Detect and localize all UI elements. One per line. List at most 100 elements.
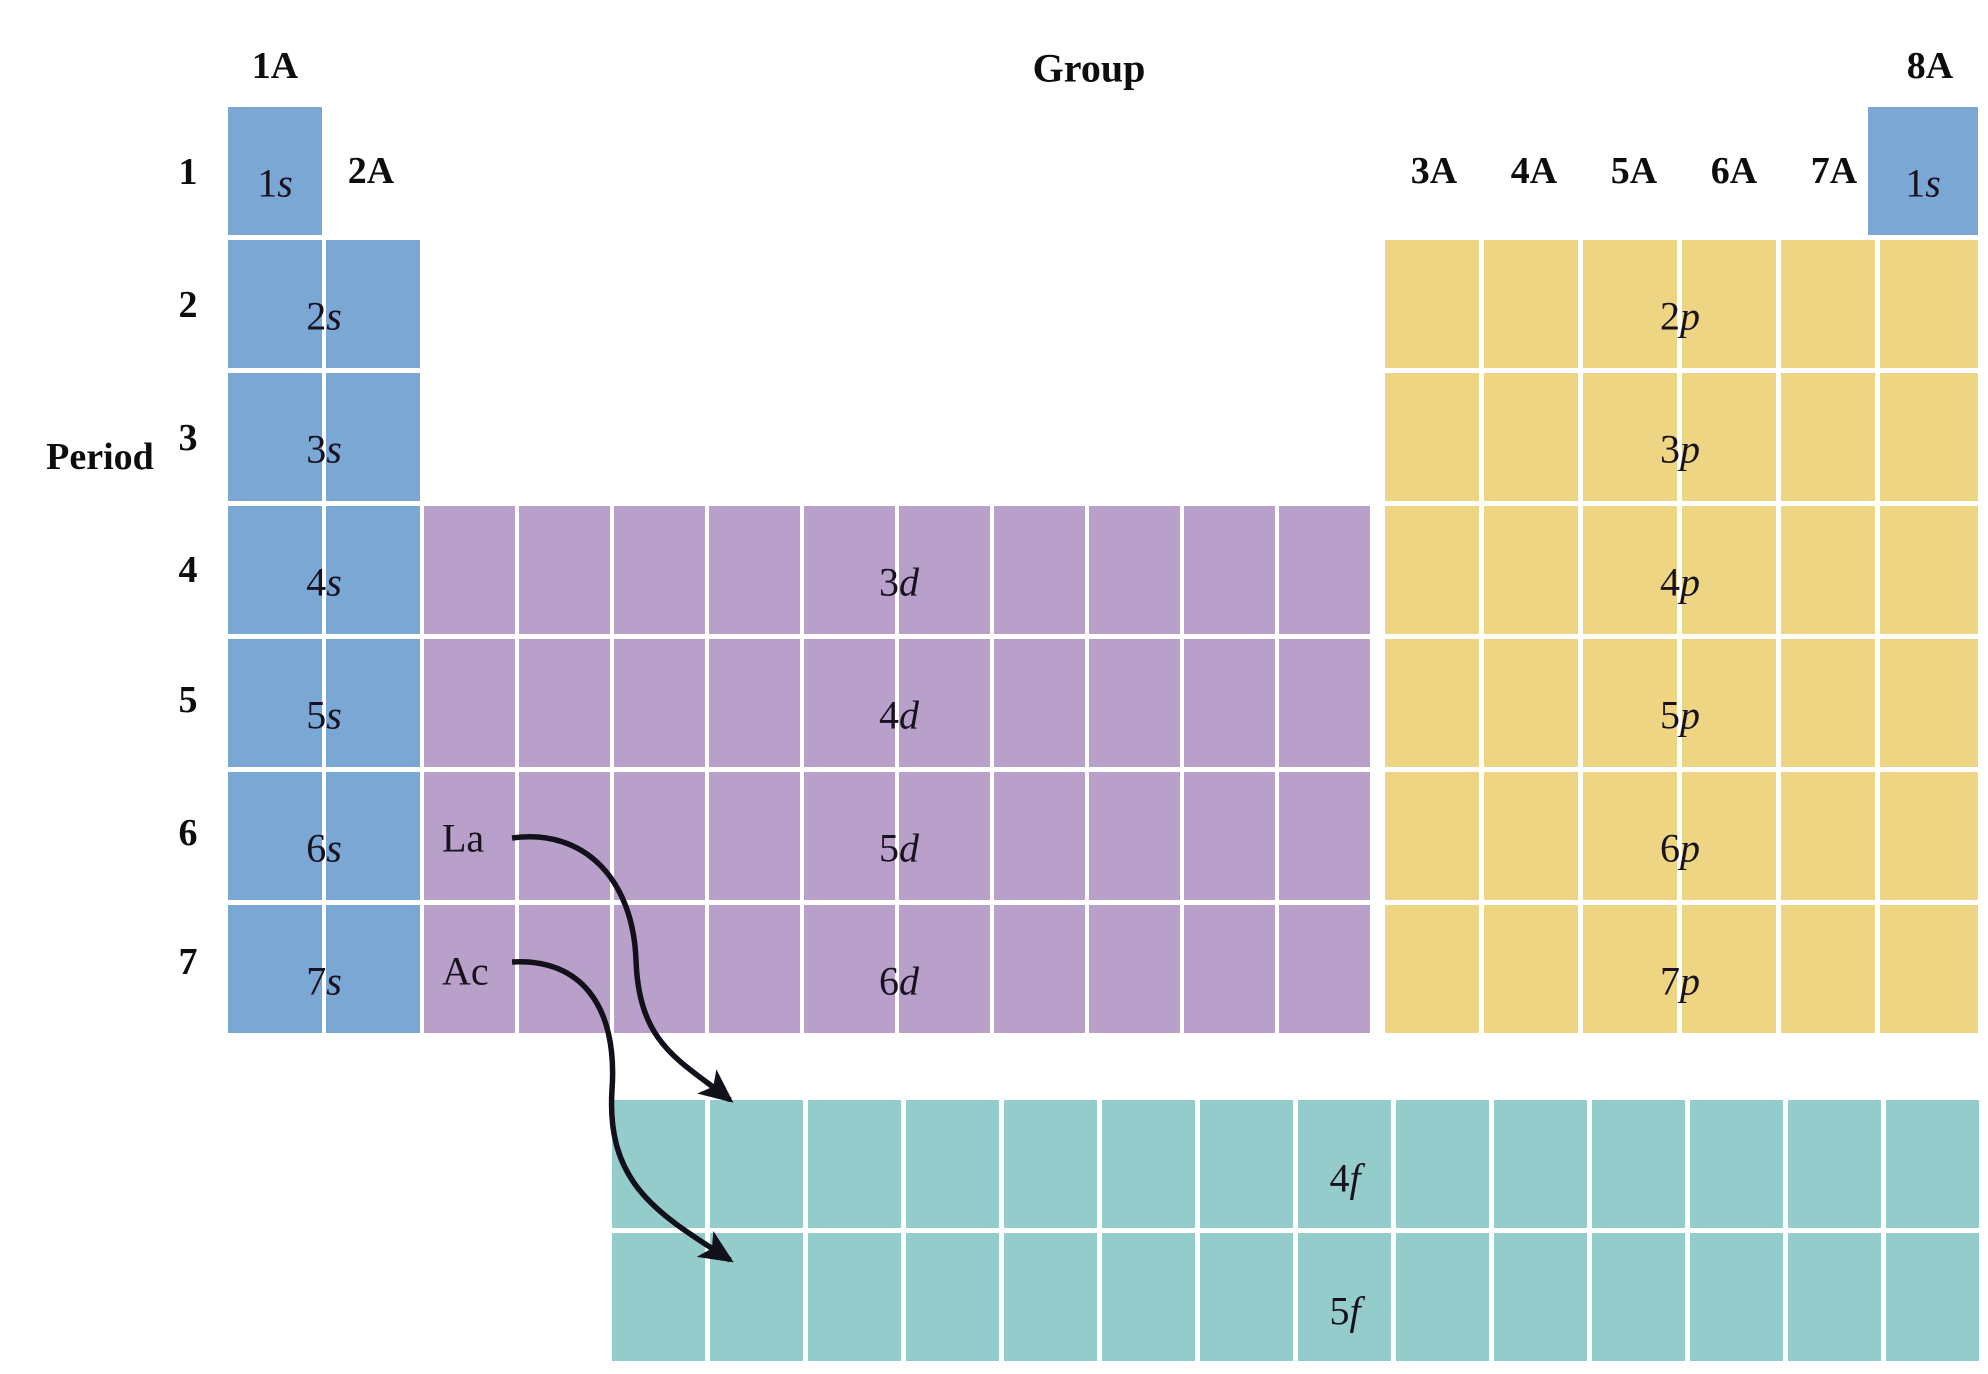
s-block-cell-p3-g2a[interactable] [326, 373, 420, 501]
p-block-cell-p7-g7a[interactable] [1781, 905, 1875, 1033]
p-block-cell-p4-g8a[interactable] [1880, 506, 1978, 634]
d-block-cell-p4-c3[interactable] [614, 506, 705, 634]
d-block-cell-p5-c8[interactable] [1089, 639, 1180, 767]
p-block-cell-p5-g7a[interactable] [1781, 639, 1875, 767]
p-block-cell-p4-g5a[interactable] [1583, 506, 1677, 634]
s-block-cell-p1-g8a-helium[interactable] [1868, 107, 1978, 235]
p-block-cell-p4-g7a[interactable] [1781, 506, 1875, 634]
p-block-cell-p6-g6a[interactable] [1682, 772, 1776, 900]
d-block-cell-p7-c4[interactable] [709, 905, 800, 1033]
s-block-cell-p5-g1a[interactable] [228, 639, 322, 767]
p-block-cell-p2-g8a[interactable] [1880, 240, 1978, 368]
d-block-cell-p5-c6[interactable] [899, 639, 990, 767]
f-block-cell-4f-c13[interactable] [1788, 1100, 1881, 1228]
d-block-cell-p5-c2[interactable] [519, 639, 610, 767]
s-block-cell-p7-g1a[interactable] [228, 905, 322, 1033]
s-block-cell-p6-g2a[interactable] [326, 772, 420, 900]
f-block-cell-5f-c8[interactable] [1298, 1233, 1391, 1361]
f-block-cell-5f-c14[interactable] [1886, 1233, 1979, 1361]
p-block-cell-p5-g4a[interactable] [1484, 639, 1578, 767]
p-block-cell-p4-g3a[interactable] [1385, 506, 1479, 634]
f-block-cell-5f-c10[interactable] [1494, 1233, 1587, 1361]
f-block-cell-4f-c5[interactable] [1004, 1100, 1097, 1228]
f-block-cell-4f-c7[interactable] [1200, 1100, 1293, 1228]
f-block-cell-4f-c11[interactable] [1592, 1100, 1685, 1228]
p-block-cell-p3-g3a[interactable] [1385, 373, 1479, 501]
d-block-cell-p5-c9[interactable] [1184, 639, 1275, 767]
f-block-cell-5f-c5[interactable] [1004, 1233, 1097, 1361]
d-block-cell-p4-c6[interactable] [899, 506, 990, 634]
p-block-cell-p7-g4a[interactable] [1484, 905, 1578, 1033]
f-block-cell-4f-c9[interactable] [1396, 1100, 1489, 1228]
d-block-cell-p4-c4[interactable] [709, 506, 800, 634]
p-block-cell-p5-g5a[interactable] [1583, 639, 1677, 767]
d-block-cell-p5-c10[interactable] [1279, 639, 1370, 767]
d-block-cell-p4-c9[interactable] [1184, 506, 1275, 634]
p-block-cell-p3-g7a[interactable] [1781, 373, 1875, 501]
f-block-cell-4f-c12[interactable] [1690, 1100, 1783, 1228]
p-block-cell-p3-g4a[interactable] [1484, 373, 1578, 501]
d-block-cell-p6-c8[interactable] [1089, 772, 1180, 900]
d-block-cell-p6-c7[interactable] [994, 772, 1085, 900]
d-block-cell-p5-c5[interactable] [804, 639, 895, 767]
d-block-cell-p6-c10[interactable] [1279, 772, 1370, 900]
p-block-cell-p2-g5a[interactable] [1583, 240, 1677, 368]
s-block-cell-p4-g1a[interactable] [228, 506, 322, 634]
d-block-cell-p6-c5[interactable] [804, 772, 895, 900]
p-block-cell-p6-g8a[interactable] [1880, 772, 1978, 900]
s-block-cell-p3-g1a[interactable] [228, 373, 322, 501]
f-block-cell-4f-c2[interactable] [710, 1100, 803, 1228]
p-block-cell-p5-g3a[interactable] [1385, 639, 1479, 767]
p-block-cell-p7-g5a[interactable] [1583, 905, 1677, 1033]
f-block-cell-5f-c11[interactable] [1592, 1233, 1685, 1361]
d-block-cell-p4-c10[interactable] [1279, 506, 1370, 634]
s-block-cell-p7-g2a[interactable] [326, 905, 420, 1033]
s-block-cell-p2-g1a[interactable] [228, 240, 322, 368]
d-block-cell-p7-c6[interactable] [899, 905, 990, 1033]
f-block-cell-4f-c1[interactable] [612, 1100, 705, 1228]
d-block-cell-p4-c1[interactable] [424, 506, 515, 634]
d-block-cell-p7-c2[interactable] [519, 905, 610, 1033]
s-block-cell-p4-g2a[interactable] [326, 506, 420, 634]
p-block-cell-p7-g6a[interactable] [1682, 905, 1776, 1033]
f-block-cell-5f-c13[interactable] [1788, 1233, 1881, 1361]
p-block-cell-p2-g7a[interactable] [1781, 240, 1875, 368]
d-block-cell-p7-c5[interactable] [804, 905, 895, 1033]
d-block-cell-p6-c6[interactable] [899, 772, 990, 900]
p-block-cell-p3-g6a[interactable] [1682, 373, 1776, 501]
p-block-cell-p3-g8a[interactable] [1880, 373, 1978, 501]
d-block-cell-p5-c1[interactable] [424, 639, 515, 767]
p-block-cell-p2-g4a[interactable] [1484, 240, 1578, 368]
d-block-cell-p5-c7[interactable] [994, 639, 1085, 767]
f-block-cell-4f-c10[interactable] [1494, 1100, 1587, 1228]
s-block-cell-p5-g2a[interactable] [326, 639, 420, 767]
p-block-cell-p4-g4a[interactable] [1484, 506, 1578, 634]
d-block-cell-p6-c2[interactable] [519, 772, 610, 900]
d-block-cell-p7-c7[interactable] [994, 905, 1085, 1033]
d-block-cell-p7-c9[interactable] [1184, 905, 1275, 1033]
s-block-cell-p6-g1a[interactable] [228, 772, 322, 900]
f-block-cell-4f-c6[interactable] [1102, 1100, 1195, 1228]
f-block-cell-5f-c3[interactable] [808, 1233, 901, 1361]
d-block-cell-p6-c4[interactable] [709, 772, 800, 900]
d-block-cell-p5-c3[interactable] [614, 639, 705, 767]
d-block-cell-p6-c3[interactable] [614, 772, 705, 900]
d-block-cell-p7-c3[interactable] [614, 905, 705, 1033]
f-block-cell-4f-c8[interactable] [1298, 1100, 1391, 1228]
s-block-cell-p2-g2a[interactable] [326, 240, 420, 368]
f-block-cell-5f-c12[interactable] [1690, 1233, 1783, 1361]
p-block-cell-p2-g6a[interactable] [1682, 240, 1776, 368]
p-block-cell-p5-g6a[interactable] [1682, 639, 1776, 767]
p-block-cell-p5-g8a[interactable] [1880, 639, 1978, 767]
f-block-cell-4f-c4[interactable] [906, 1100, 999, 1228]
f-block-cell-5f-c2[interactable] [710, 1233, 803, 1361]
f-block-cell-5f-c9[interactable] [1396, 1233, 1489, 1361]
f-block-cell-5f-c1[interactable] [612, 1233, 705, 1361]
d-block-cell-p4-c8[interactable] [1089, 506, 1180, 634]
p-block-cell-p6-g5a[interactable] [1583, 772, 1677, 900]
p-block-cell-p7-g8a[interactable] [1880, 905, 1978, 1033]
p-block-cell-p6-g4a[interactable] [1484, 772, 1578, 900]
d-block-cell-p7-c1-actinium[interactable] [424, 905, 515, 1033]
f-block-cell-5f-c7[interactable] [1200, 1233, 1293, 1361]
f-block-cell-5f-c4[interactable] [906, 1233, 999, 1361]
